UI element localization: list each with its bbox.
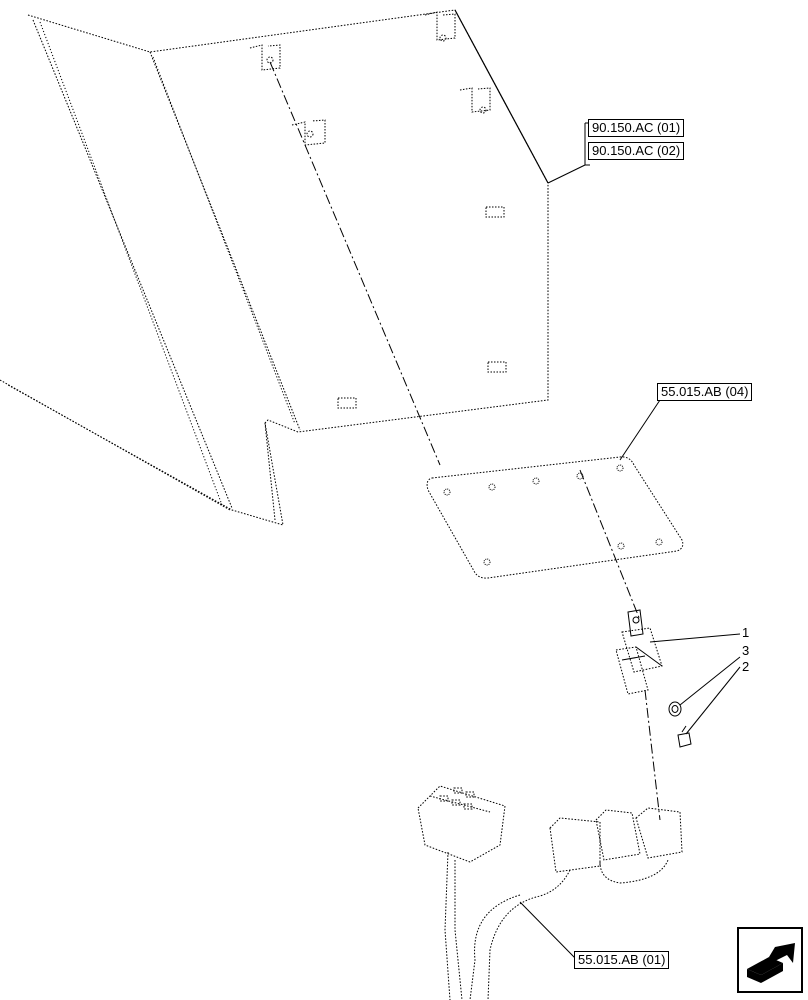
reference-link-55015ab-04[interactable]: 55.015.AB (04) (657, 383, 753, 401)
arrow-next-icon (747, 943, 795, 983)
callout-item-3: 3 (742, 643, 750, 658)
callout-item-1: 1 (742, 625, 750, 640)
bolt (677, 725, 692, 748)
reference-link-90150ac-01[interactable]: 90.150.AC (01) (588, 119, 685, 137)
callout-item-2: 2 (742, 659, 750, 674)
relay (615, 609, 663, 695)
cab-panel (0, 9, 549, 526)
next-page-button[interactable] (737, 927, 803, 993)
washer (668, 701, 682, 717)
wiring-harness (417, 785, 683, 1000)
reference-link-55015ab-01[interactable]: 55.015.AB (01) (574, 951, 670, 969)
mounting-plate (426, 456, 684, 579)
reference-link-90150ac-02[interactable]: 90.150.AC (02) (588, 142, 685, 160)
assembly-centerline (269, 61, 661, 821)
panel-brackets (249, 11, 507, 409)
leader-lines (519, 122, 741, 959)
